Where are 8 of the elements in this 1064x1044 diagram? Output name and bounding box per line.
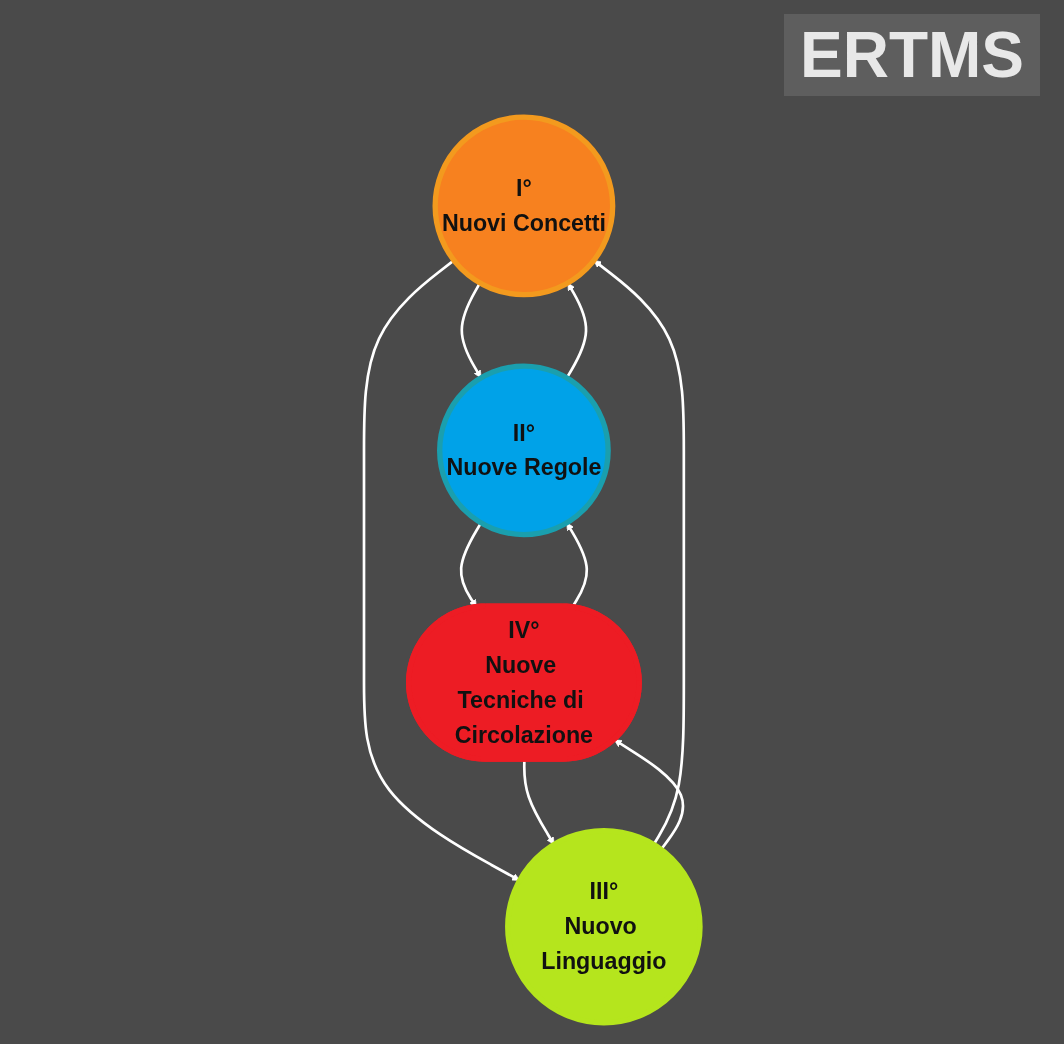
node-circle: II° Nuove Regole — [437, 363, 611, 538]
title: ERTMS — [784, 14, 1040, 96]
node-circle: I° Nuovi Concetti — [432, 114, 616, 298]
node-circle: III° Nuovo Linguaggio — [505, 827, 703, 1026]
arrow — [460, 282, 482, 379]
arrow — [613, 739, 685, 851]
arrow — [565, 282, 588, 379]
arrow — [362, 259, 520, 881]
